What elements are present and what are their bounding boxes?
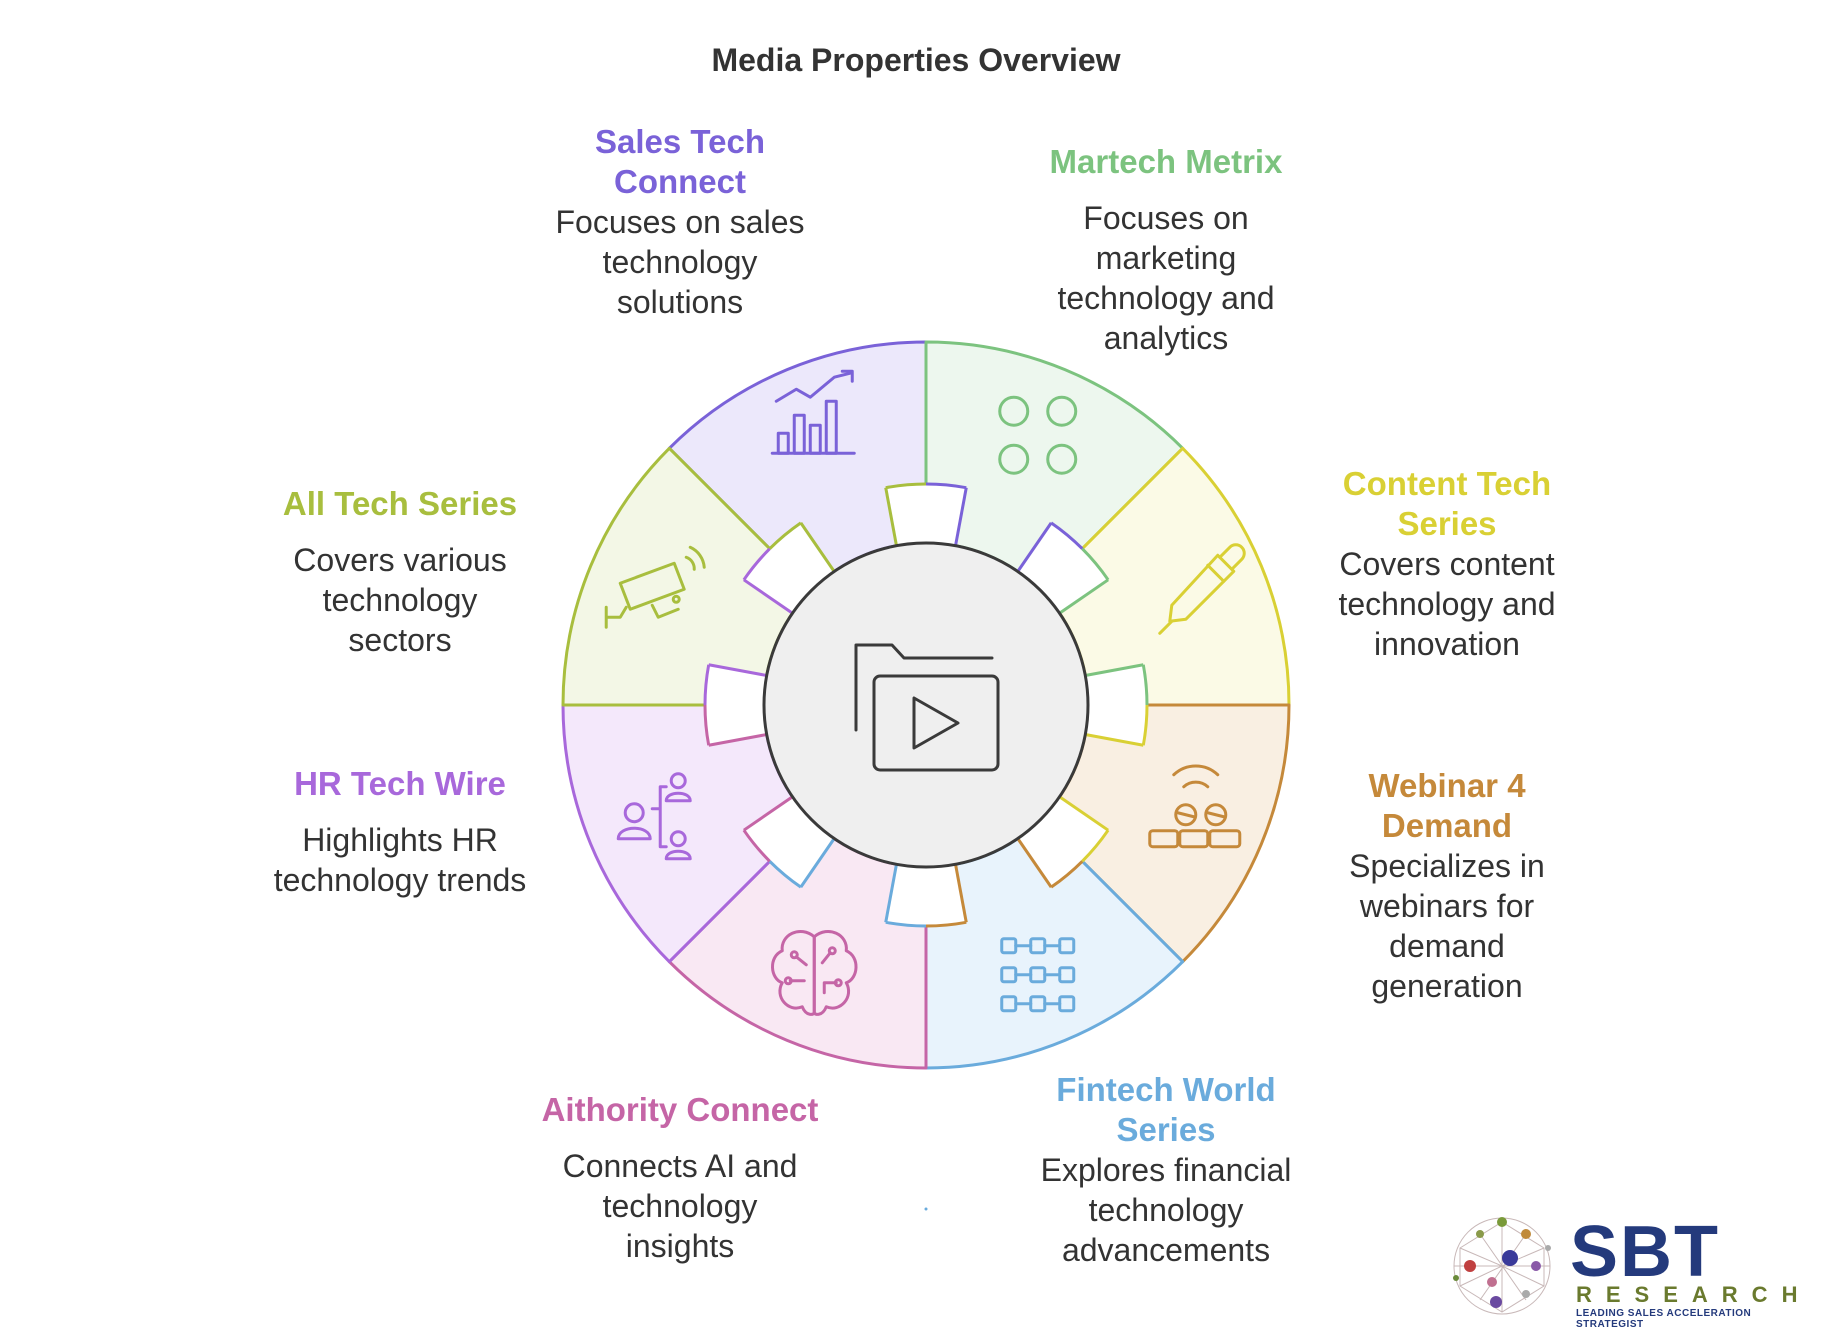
notch-edge xyxy=(708,733,767,747)
logo-brand: SBT xyxy=(1570,1212,1720,1292)
segment-title: Fintech World Series xyxy=(1056,1071,1276,1148)
segment-title: Martech Metrix xyxy=(1049,143,1283,180)
notch-arc xyxy=(925,920,967,928)
segment-notch xyxy=(705,664,769,746)
notch-arc xyxy=(703,664,711,706)
notch-edge xyxy=(1085,733,1144,747)
segment-description: Highlights HR technology trends xyxy=(273,822,527,898)
notch-arc xyxy=(1141,664,1149,706)
label-all-tech-series: All Tech Series Covers various technolog… xyxy=(260,484,540,660)
notch-arc xyxy=(885,920,927,928)
notch-edge xyxy=(954,487,968,546)
label-content-tech-series: Content Tech Series Covers content techn… xyxy=(1322,464,1572,664)
label-fintech-world-series: Fintech World Series Explores financial … xyxy=(1028,1070,1304,1270)
four-circles-icon xyxy=(998,395,1078,475)
segment-description: Explores financial technology advancemen… xyxy=(1040,1152,1292,1268)
segment-title: Sales Tech Connect xyxy=(595,123,765,200)
segment-notch xyxy=(1083,664,1147,746)
notch-arc xyxy=(1081,547,1110,581)
security-camera-icon xyxy=(604,545,706,629)
page-title: Media Properties Overview xyxy=(711,42,1121,78)
notch-edge xyxy=(1016,522,1053,573)
decor-dot xyxy=(924,1207,928,1211)
logo-tagline: LEADING SALES ACCELERATION STRATEGIST xyxy=(1576,1308,1752,1330)
network-globe-icon xyxy=(1453,1217,1551,1315)
notch-arc xyxy=(1141,704,1149,746)
notch-arc xyxy=(1050,860,1084,889)
label-sales-tech-connect: Sales Tech Connect Focuses on sales tech… xyxy=(540,122,820,322)
notch-edge xyxy=(799,837,836,888)
notch-edge xyxy=(708,663,767,677)
notch-edge xyxy=(884,487,898,546)
notch-arc xyxy=(703,704,711,746)
label-aithority-connect: Aithority Connect Connects AI and techno… xyxy=(530,1090,830,1266)
notch-arc xyxy=(885,482,927,490)
brain-circuit-icon xyxy=(771,930,858,1016)
segment-title: HR Tech Wire xyxy=(294,765,506,802)
segment-title: All Tech Series xyxy=(282,485,518,522)
segment-description: Connects AI and technology insights xyxy=(562,1148,798,1264)
notch-edge xyxy=(799,522,836,573)
segment-notch xyxy=(885,484,967,548)
notch-edge xyxy=(954,864,968,923)
segment-title: Webinar 4 Demand xyxy=(1368,767,1526,844)
label-martech-metrix: Martech Metrix Focuses on marketing tech… xyxy=(1036,142,1296,358)
network-grid-icon xyxy=(1000,937,1076,1013)
logo-subtitle: RESEARCH xyxy=(1576,1282,1812,1307)
org-chart-icon xyxy=(616,772,692,861)
notch-arc xyxy=(742,547,771,581)
sbt-research-logo: SBT RESEARCH LEADING SALES ACCELERATION … xyxy=(1440,1208,1820,1330)
segment-title: Content Tech Series xyxy=(1342,465,1552,542)
segment-description: Focuses on marketing technology and anal… xyxy=(1057,200,1275,356)
notch-arc xyxy=(1081,829,1110,863)
notch-arc xyxy=(1050,521,1084,550)
segment-description: Covers content technology and innovation xyxy=(1338,546,1556,662)
segment-description: Focuses on sales technology solutions xyxy=(555,204,805,320)
segments-layer xyxy=(561,340,1291,1070)
video-folder-icon xyxy=(854,643,1000,772)
segment-notch xyxy=(885,862,967,927)
notch-arc xyxy=(768,521,802,550)
notch-edge xyxy=(743,795,794,832)
notch-edge xyxy=(743,578,794,615)
growth-chart-icon xyxy=(770,369,856,455)
notch-edge xyxy=(884,864,898,923)
pen-icon xyxy=(1158,543,1246,635)
notch-edge xyxy=(1016,837,1053,888)
notch-edge xyxy=(1085,663,1144,677)
webinar-audience-icon xyxy=(1148,764,1242,849)
notch-edge xyxy=(1058,795,1109,832)
notch-arc xyxy=(742,829,771,863)
segment-description: Specializes in webinars for demand gener… xyxy=(1349,848,1545,1004)
notch-arc xyxy=(925,482,967,490)
icon-layer xyxy=(604,369,1246,1016)
notch-edge xyxy=(1058,578,1109,615)
notch-arc xyxy=(768,860,802,889)
segment-description: Covers various technology sectors xyxy=(293,542,507,658)
segment-title: Aithority Connect xyxy=(541,1091,819,1128)
label-hr-tech-wire: HR Tech Wire Highlights HR technology tr… xyxy=(250,764,550,900)
label-webinar-4-demand: Webinar 4 Demand Specializes in webinars… xyxy=(1322,766,1572,1006)
